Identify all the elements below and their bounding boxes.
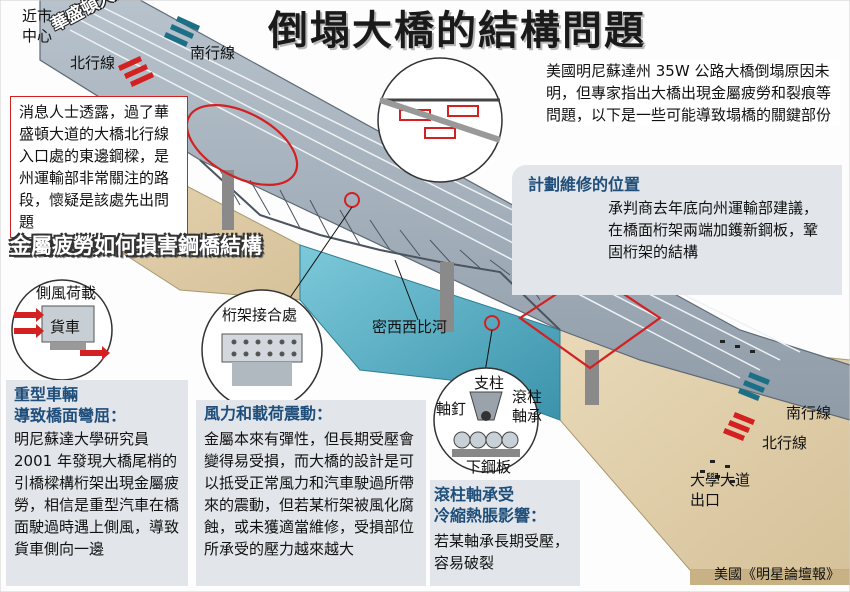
- pier-3: [585, 350, 599, 405]
- heavy-vehicle-body: 明尼蘇達大學研究員 2001 年發現大橋尾梢的引橋樑構桁架出現金屬疲勞，相信是重…: [14, 430, 180, 558]
- southbound-top-label: 南行線: [190, 44, 236, 62]
- heavy-vehicle-heading: 重型車輛 導致橋面彎屈：: [14, 385, 127, 425]
- mississippi-label: 密西西比河: [372, 318, 448, 336]
- page-title: 倒塌大橋的結構問題: [268, 8, 646, 54]
- roller-bearing-label: 滾柱 軸承: [512, 388, 543, 425]
- ground-right-face: [690, 570, 850, 585]
- roller-thermal-panel: 滾柱軸承受 冷縮熱脹影響： 若某軸承長期受壓，容易破裂: [430, 480, 580, 586]
- roller-thermal-body: 若某軸承長期受壓，容易破裂: [434, 532, 570, 572]
- planned-repair-panel: 計劃維修的位置 承判商去年底向州運輸部建議，在橋面桁架兩端加鑊新鋼板，鞏固桁架的…: [512, 165, 842, 295]
- crosswind-label: 側風荷載: [36, 284, 97, 302]
- truss-joint-label: 桁架接合處: [222, 306, 298, 324]
- pillar-label: 支柱: [474, 374, 505, 392]
- pier-1: [222, 170, 234, 230]
- truck-label: 貨車: [50, 318, 81, 336]
- intro-text: 美國明尼蘇達州 35W 公路大橋倒塌原因未明，但專家指出大橋出現金屬疲勞和裂痕等…: [546, 60, 840, 126]
- university-exit-label: 大學大道 出口: [690, 471, 751, 509]
- pier-2: [440, 262, 454, 332]
- planned-repair-body: 承判商去年底向州運輸部建議，在橋面桁架兩端加鑊新鋼板，鞏固桁架的結構: [608, 199, 819, 261]
- pin-label: 軸釘: [436, 400, 467, 418]
- northbound-top-label: 北行線: [70, 54, 116, 72]
- source-credit: 美國《明星論壇報》: [714, 567, 840, 583]
- heavy-vehicle-panel: 重型車輛 導致橋面彎屈： 明尼蘇達大學研究員 2001 年發現大橋尾梢的引橋樑構…: [6, 380, 188, 586]
- roller-thermal-heading: 滾柱軸承受 冷縮熱脹影響：: [434, 485, 547, 525]
- wind-vibration-heading: 風力和載荷震動：: [204, 404, 333, 423]
- southbound-right-label: 南行線: [786, 404, 832, 422]
- wind-vibration-panel: 風力和載荷震動： 金屬本來有彈性，但長期受壓會變得易受損，而大橋的設計是可以抵受…: [196, 400, 426, 586]
- planned-repair-heading: 計劃維修的位置: [528, 175, 641, 194]
- city-center-label: 近市 中心: [22, 7, 53, 45]
- east-beam-highlight: [185, 104, 299, 186]
- truss: [199, 159, 561, 331]
- northbound-right-label: 北行線: [762, 434, 808, 452]
- metal-fatigue-headline: 金屬疲勞如何損害鋼橋結構: [10, 234, 262, 258]
- wind-vibration-body: 金屬本來有彈性，但長期受壓會變得易受損，而大橋的設計是可以抵受正常風力和汽車駛過…: [204, 430, 415, 558]
- lower-plate-label: 下鋼板: [466, 458, 512, 476]
- insider-note: 消息人士透露，過了華盛頓大道的大橋北行線入口處的東邊鋼樑，是州運輸部非常關注的路…: [10, 96, 188, 238]
